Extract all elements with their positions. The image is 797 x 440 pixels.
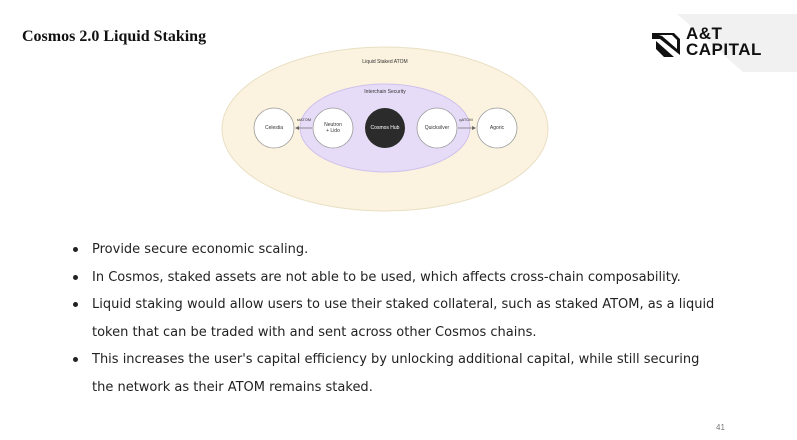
arrow-right-label: qATOM: [459, 117, 473, 122]
bullet-text: In Cosmos, staked assets are not able to…: [92, 269, 681, 285]
arrow-right-head: [472, 126, 476, 130]
diagram-graphic: [221, 46, 549, 212]
bullet-item: In Cosmos, staked assets are not able to…: [70, 264, 770, 292]
bullet-continuation: token that can be traded with and sent a…: [70, 319, 770, 347]
cosmos-hub-node: [365, 108, 405, 148]
bullet-text: Provide secure economic scaling.: [92, 242, 309, 257]
agoric-label: Agoric: [489, 125, 505, 131]
neutron-lido-label: Neutron + Lido: [324, 122, 342, 134]
company-logo: A&T CAPITAL: [650, 24, 780, 62]
celestia-label: Celestia: [264, 125, 284, 131]
bullet-text: This increases the user's capital effici…: [92, 352, 700, 367]
bullet-text: the network as their ATOM remains staked…: [92, 379, 373, 395]
celestia-node: [253, 107, 295, 149]
logo-text-line1: A&T: [686, 24, 723, 43]
bullet-continuation: the network as their ATOM remains staked…: [70, 374, 770, 402]
arrow-left-head: [295, 126, 299, 130]
bullet-dot: [73, 274, 78, 280]
bullet-dot: [73, 302, 78, 307]
logo-text-line2: CAPITAL: [686, 40, 762, 59]
page-number: 41: [716, 423, 725, 432]
bullet-item: This increases the user's capital effici…: [70, 346, 770, 374]
agoric-node: [476, 107, 518, 149]
bullet-text: token that can be traded with and sent a…: [92, 324, 537, 340]
bullet-dot: [73, 247, 78, 252]
quicksilver-label: Quicksilver: [424, 125, 450, 131]
liquid-staking-diagram: Liquid Staked ATOM Interchain Security C…: [221, 46, 549, 212]
arrow-left-label: stATOM: [296, 117, 312, 122]
quicksilver-node: [416, 107, 458, 149]
at-capital-logo-icon: [652, 33, 680, 57]
bullet-list: Provide secure economic scaling. In Cosm…: [70, 236, 770, 401]
slide-title: Cosmos 2.0 Liquid Staking: [22, 28, 207, 45]
neutron-node: [312, 107, 354, 149]
inner-ellipse-label: Interchain Security: [364, 89, 406, 95]
bullet-dot: [73, 357, 78, 362]
cosmos-hub-label: Cosmos Hub: [370, 125, 400, 131]
outer-ellipse-label: Liquid Staked ATOM: [362, 59, 408, 65]
bullet-item: Liquid staking would allow users to use …: [70, 291, 770, 319]
bullet-item: Provide secure economic scaling.: [70, 236, 770, 264]
bullet-text: Liquid staking would allow users to use …: [92, 297, 715, 312]
